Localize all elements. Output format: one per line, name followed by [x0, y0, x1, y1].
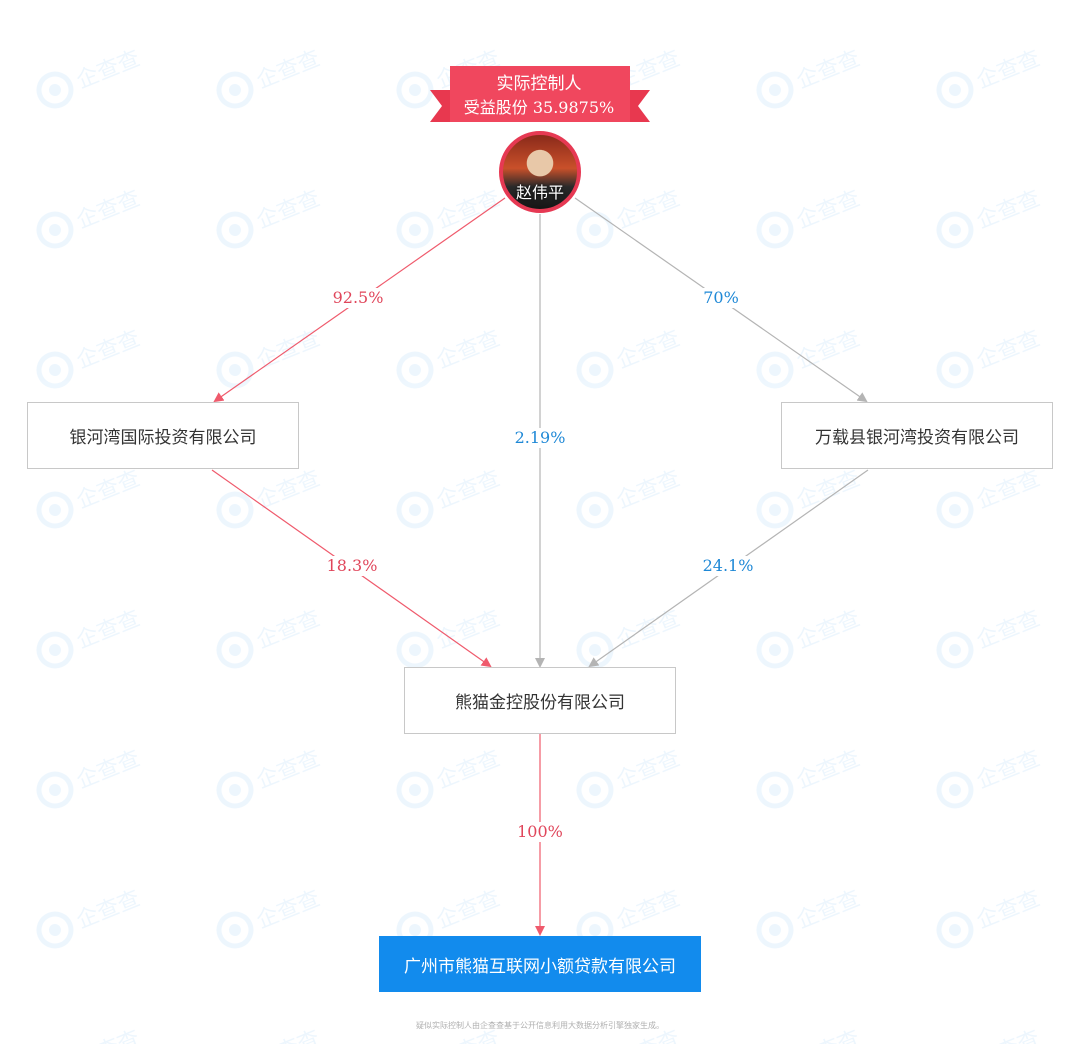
node-wanzai[interactable]: 万载县银河湾投资有限公司 [781, 402, 1053, 469]
node-yinhewan-intl-label: 银河湾国际投资有限公司 [69, 428, 257, 448]
node-guangzhou-loan-label: 广州市熊猫互联网小额贷款有限公司 [404, 956, 676, 977]
controller-avatar[interactable]: 赵伟平 [499, 131, 581, 213]
node-wanzai-label: 万载县银河湾投资有限公司 [815, 428, 1019, 448]
node-guangzhou-loan[interactable]: 广州市熊猫互联网小额贷款有限公司 [379, 936, 701, 992]
edge-label-yinhewan-panda: 18.3% [323, 556, 381, 576]
edge-label-zhao-yinhewan: 92.5% [329, 288, 387, 308]
controller-beneficial-share: 受益股份 35.9875% [463, 98, 615, 117]
node-panda-holding-label: 熊猫金控股份有限公司 [455, 693, 625, 713]
edge-label-zhao-wanzai: 70% [700, 288, 742, 308]
controller-banner [430, 66, 650, 122]
edge-label-wanzai-panda: 24.1% [699, 556, 757, 576]
controller-banner-title: 实际控制人 [496, 74, 582, 94]
edge-label-panda-guangzhou: 100% [514, 822, 566, 842]
node-panda-holding[interactable]: 熊猫金控股份有限公司 [404, 667, 676, 734]
node-yinhewan-intl[interactable]: 银河湾国际投资有限公司 [27, 402, 299, 469]
controller-name: 赵伟平 [515, 183, 564, 202]
footer-disclaimer: 疑似实际控制人由企查查基于公开信息利用大数据分析引擎独家生成。 [416, 1021, 664, 1030]
edge-label-zhao-panda: 2.19% [511, 428, 569, 448]
